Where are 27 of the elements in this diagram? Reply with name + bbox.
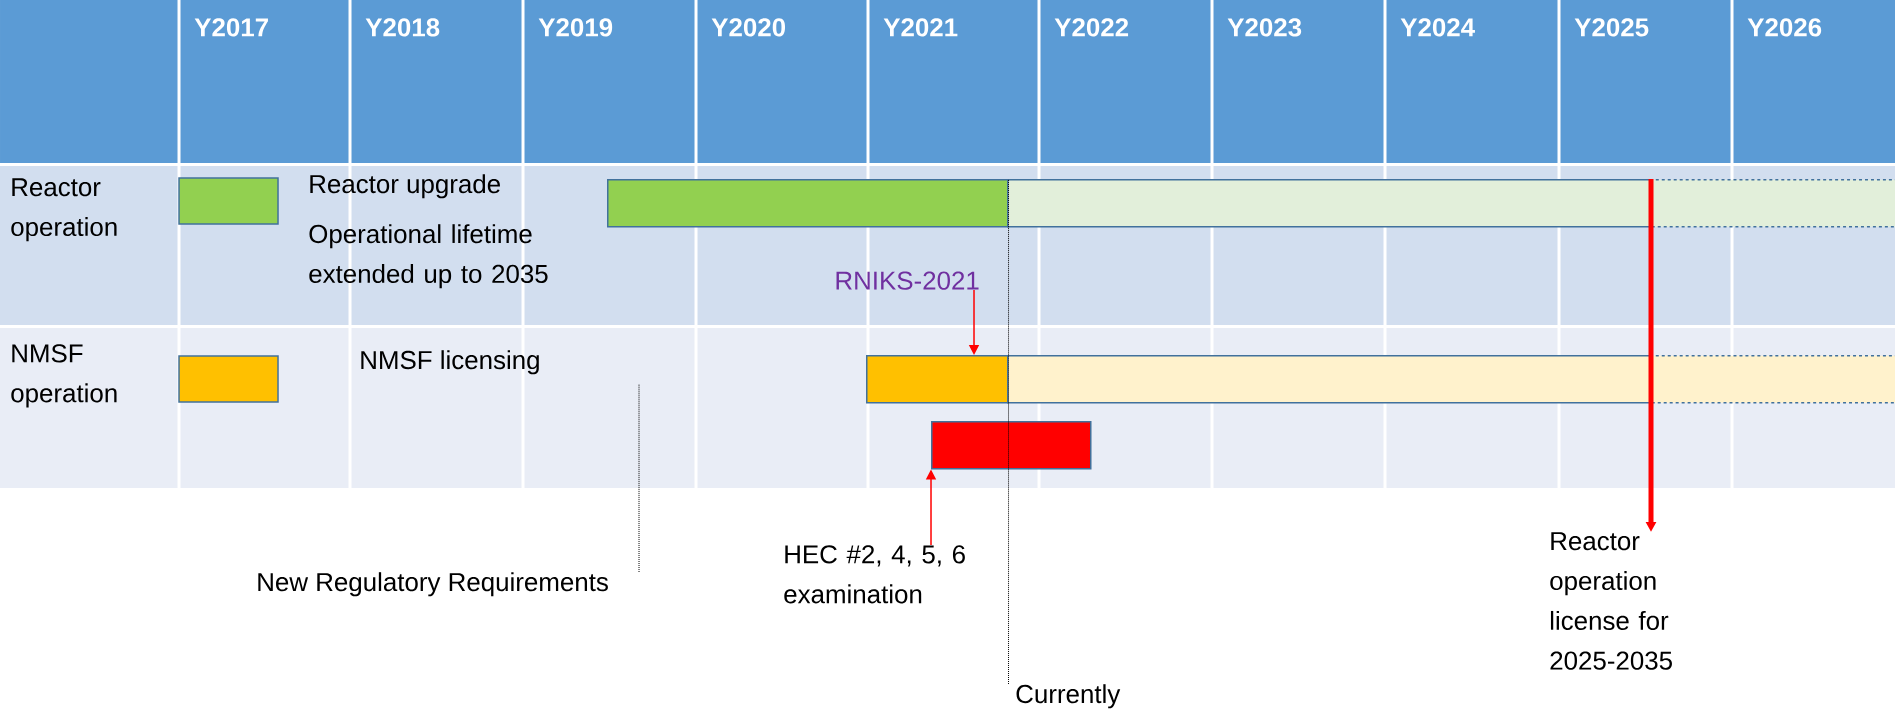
timeline-bar (1651, 179, 1895, 228)
column-header: Y2026 (1747, 18, 1822, 37)
callout-text: New Regulatory Requirements (258, 572, 608, 597)
column-header: Y2020 (711, 18, 786, 37)
note-text: Operational lifetime extended up to 2035 (309, 224, 548, 289)
callout-text: Reactor operation license for 2025-2035 (1550, 532, 1672, 670)
leader-line (1008, 178, 1009, 685)
row-header: Reactor operation (11, 178, 117, 242)
legend-label: Reactor upgrade (310, 174, 500, 199)
milestone-label: RNIKS-2021 (836, 271, 979, 290)
column-header: Y2021 (883, 18, 958, 37)
column-header: Y2017 (194, 18, 268, 37)
column-header: Y2025 (1574, 18, 1649, 37)
legend-label: NMSF licensing (361, 350, 539, 375)
row-header: NMSF operation (11, 344, 117, 408)
timeline-bar (607, 179, 1009, 228)
leader-line (638, 383, 640, 573)
column-header: Y2018 (365, 18, 440, 37)
timeline-bar (1651, 355, 1895, 404)
timeline-bar (866, 355, 1009, 404)
column-header: Y2019 (538, 18, 613, 37)
callout-text: Currently (1016, 684, 1121, 709)
timeline-bar (931, 421, 1092, 470)
callout-text: HEC #2, 4, 5, 6 examination (784, 545, 965, 604)
column-header: Y2023 (1227, 18, 1302, 37)
column-header: Y2024 (1400, 18, 1475, 37)
column-header: Y2022 (1054, 18, 1129, 37)
